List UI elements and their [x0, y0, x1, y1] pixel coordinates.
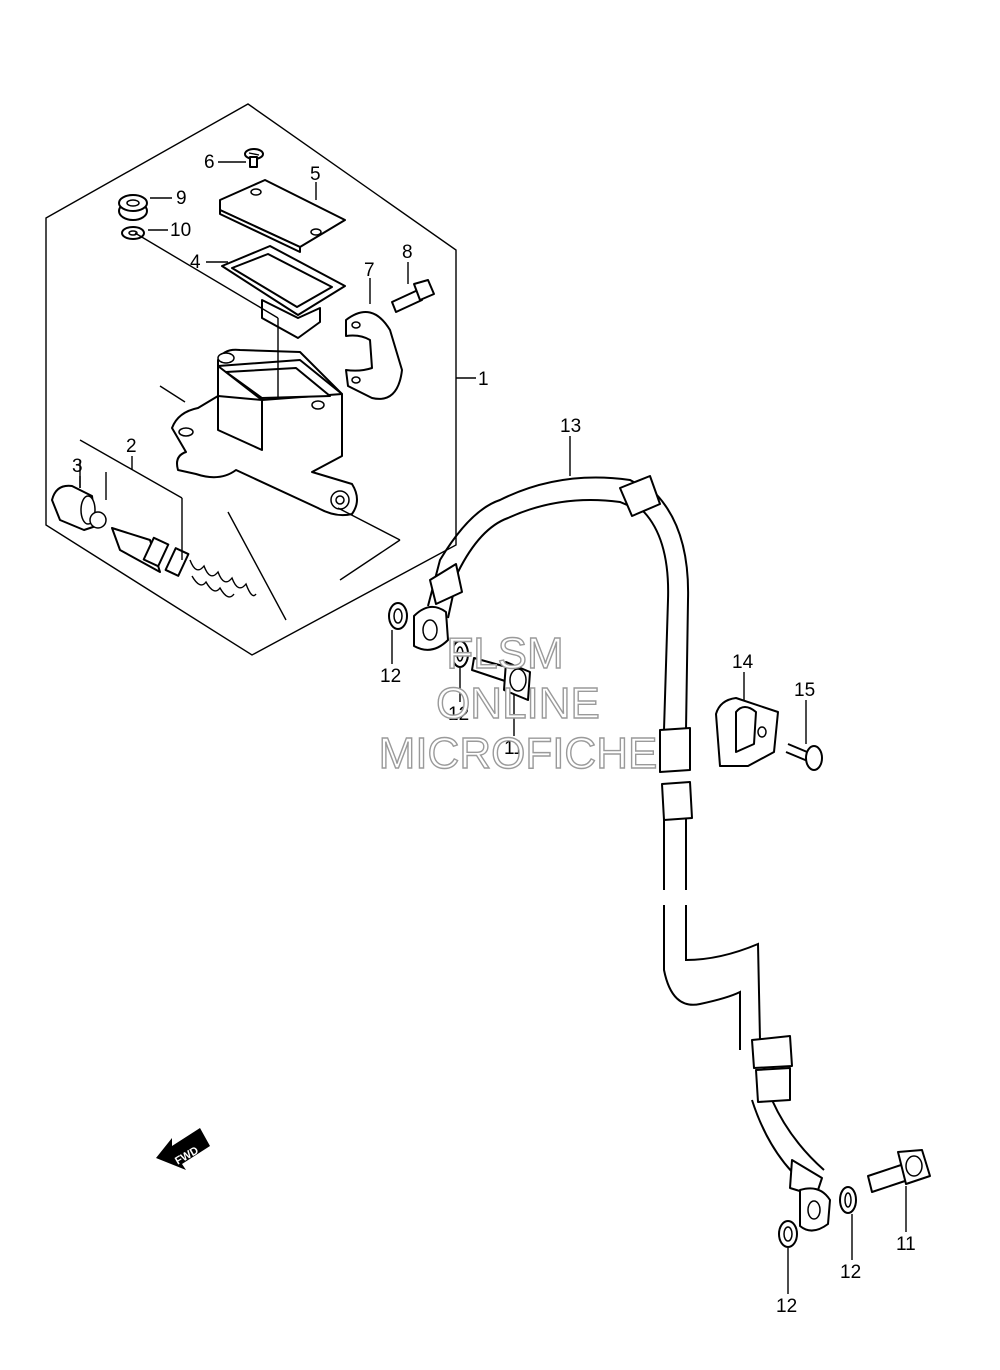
callout-3: 3 — [72, 456, 83, 477]
callout-15: 15 — [794, 680, 815, 701]
part-8-bolt[interactable] — [391, 279, 435, 313]
callout-12-d: 12 — [776, 1296, 797, 1317]
callout-12-a: 12 — [380, 666, 401, 687]
part-2-piston-set[interactable] — [89, 511, 257, 598]
part-12-washer-top[interactable] — [388, 602, 408, 630]
callout-12-c: 12 — [840, 1262, 861, 1283]
callout-12-b: 12 — [448, 704, 469, 725]
assembly-leaders — [79, 232, 401, 621]
part-12-washer-top-2[interactable] — [451, 640, 469, 668]
assembly-outline — [45, 103, 457, 656]
part-15-screw[interactable] — [785, 743, 823, 771]
callout-4: 4 — [190, 252, 201, 273]
part-3-boot[interactable] — [51, 484, 97, 531]
callout-9: 9 — [176, 188, 187, 209]
part-5-reservoir-cap[interactable] — [219, 179, 346, 253]
callout-14: 14 — [732, 652, 754, 673]
part-13-brake-hose[interactable] — [413, 475, 831, 1232]
callout-7: 7 — [364, 260, 375, 281]
part-7-holder[interactable] — [345, 311, 403, 400]
callout-11-bottom: 11 — [896, 1234, 916, 1255]
callout-10: 10 — [170, 220, 191, 241]
part-4-diaphragm[interactable] — [221, 245, 346, 339]
master-cylinder-body[interactable] — [171, 348, 358, 517]
callout-2: 2 — [126, 436, 137, 457]
watermark: FLSM ONLINE MICROFICHE — [378, 628, 658, 778]
fwd-arrow-icon: FWD — [156, 1128, 210, 1170]
callout-11-top: 11 — [504, 738, 524, 759]
callout-6: 6 — [204, 152, 215, 173]
part-11-banjo-bolt-bottom[interactable] — [867, 1149, 931, 1193]
callout-5: 5 — [310, 164, 321, 185]
part-6-screw[interactable] — [244, 148, 264, 168]
callout-8: 8 — [402, 242, 413, 263]
callout-13: 13 — [560, 416, 581, 437]
callout-labels: 1 2 3 4 5 6 7 8 9 10 11 11 12 12 12 12 1… — [72, 152, 916, 1317]
part-12-washer-bottom-2[interactable] — [778, 1220, 798, 1248]
part-11-banjo-bolt-top[interactable] — [471, 657, 531, 701]
watermark-line-3: MICROFICHE — [379, 729, 658, 778]
watermark-line-1: FLSM — [446, 629, 563, 678]
part-12-washer-bottom-1[interactable] — [839, 1186, 857, 1214]
part-9-grommet[interactable] — [118, 194, 148, 221]
part-10-washer[interactable] — [121, 226, 145, 240]
part-14-clamp[interactable] — [715, 697, 779, 767]
callout-1: 1 — [478, 369, 489, 390]
callout-leaders — [79, 161, 907, 1294]
watermark-line-2: ONLINE — [436, 679, 600, 728]
